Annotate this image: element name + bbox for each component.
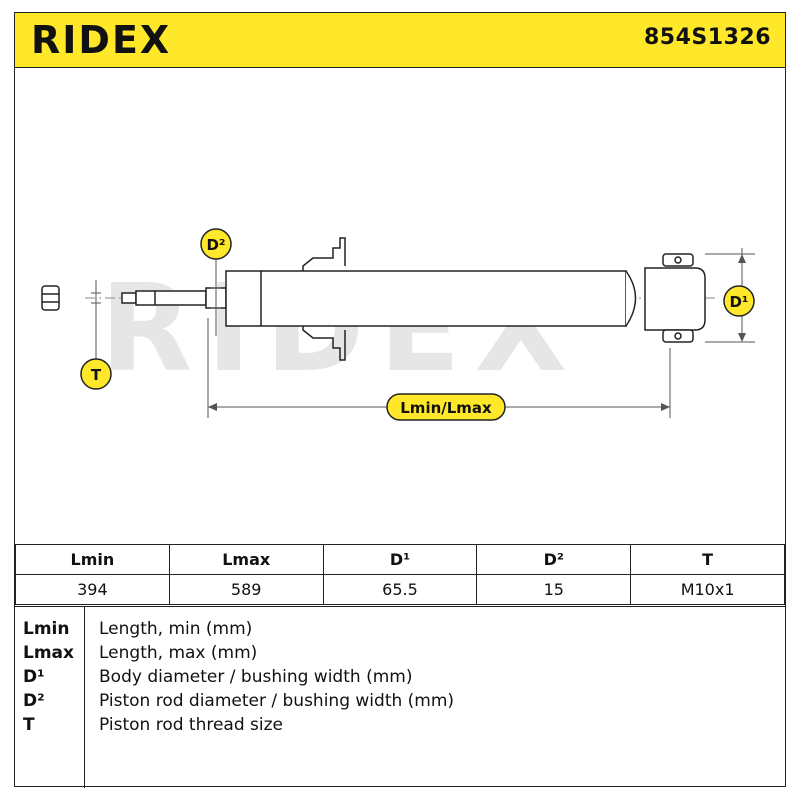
legend-divider — [84, 607, 85, 788]
d1-label: D¹ — [729, 293, 748, 311]
dimension-arrows — [208, 254, 746, 411]
spec-table: Lmin Lmax D¹ D² T 394 589 65.5 15 M10x1 — [15, 544, 785, 605]
legend-desc: Piston rod thread size — [99, 715, 284, 735]
svg-text:RIDEX: RIDEX — [31, 20, 171, 60]
spec-value-lmin: 394 — [15, 574, 170, 605]
brand-logo: RIDEX — [31, 20, 201, 60]
legend-abbr: Lmin — [23, 619, 70, 639]
length-label: Lmin/Lmax — [400, 399, 492, 417]
legend-desc: Body diameter / bushing width (mm) — [99, 667, 413, 687]
spec-header-row: Lmin Lmax D¹ D² T — [15, 544, 785, 575]
ridex-logo-icon: RIDEX — [31, 20, 171, 60]
datasheet-frame: RIDEX 854S1326 RIDEX — [14, 12, 786, 788]
d2-badge: D² — [200, 228, 232, 260]
spec-header-lmax: Lmax — [168, 544, 324, 575]
spec-header-d2: D² — [476, 544, 632, 575]
spec-value-lmax: 589 — [168, 574, 324, 605]
t-label: T — [91, 366, 102, 384]
legend-desc: Length, max (mm) — [99, 643, 258, 663]
length-badge: Lmin/Lmax — [386, 393, 506, 421]
header-bar: RIDEX 854S1326 — [15, 13, 785, 68]
legend-abbr: D² — [23, 691, 45, 711]
shock-absorber-diagram: RIDEX — [15, 68, 785, 548]
legend-abbr: Lmax — [23, 643, 74, 663]
shock-body — [225, 270, 637, 327]
spec-value-d1: 65.5 — [322, 574, 478, 605]
part-number: 854S1326 — [644, 25, 771, 50]
legend-desc: Length, min (mm) — [99, 619, 253, 639]
spec-value-row: 394 589 65.5 15 M10x1 — [15, 574, 785, 605]
spring-seat-bracket — [302, 237, 346, 361]
legend-desc: Piston rod diameter / bushing width (mm) — [99, 691, 455, 711]
spec-header-lmin: Lmin — [15, 544, 170, 575]
d1-badge: D¹ — [723, 285, 755, 317]
spec-header-t: T — [630, 544, 785, 575]
spec-value-t: M10x1 — [630, 574, 785, 605]
diagram-svg: RIDEX — [41, 228, 755, 421]
spec-value-d2: 15 — [476, 574, 632, 605]
d2-label: D² — [206, 236, 225, 254]
legend-abbr: T — [23, 715, 35, 735]
legend: Lmin Length, min (mm) Lmax Length, max (… — [15, 606, 785, 788]
nut-icon — [41, 285, 60, 311]
t-badge: T — [80, 358, 112, 390]
legend-abbr: D¹ — [23, 667, 45, 687]
spec-header-d1: D¹ — [322, 544, 478, 575]
piston-rod — [121, 287, 227, 309]
eye-mount — [644, 253, 706, 343]
